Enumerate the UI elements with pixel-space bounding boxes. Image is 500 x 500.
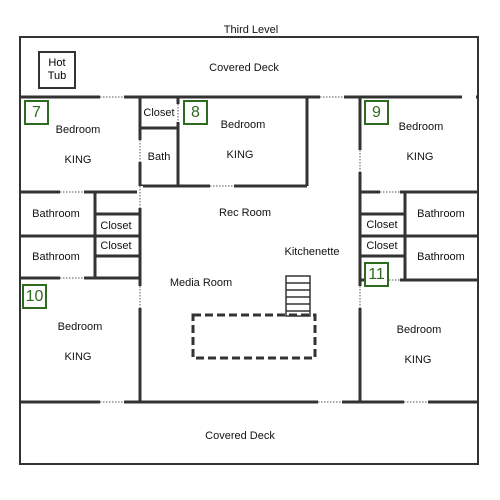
bathroom-right-top-label: Bathroom [417,208,465,220]
door-top-right [462,94,476,100]
room-number-11: 11 [364,262,389,287]
covered-deck-top-label: Covered Deck [209,62,279,74]
stairs [285,275,311,317]
closet-left-top-label: Closet [100,220,132,232]
door-bedroom7 [137,186,143,208]
bedroom-10-bed: KING [64,351,92,363]
bathroom-left-top-label: Bathroom [32,208,80,220]
door-marks [60,96,428,403]
media-room-label: Media Room [169,277,233,289]
bedroom-8-bed: KING [226,149,254,161]
bathroom-right-bottom-label: Bathroom [417,251,465,263]
door-bath8 [137,140,143,162]
door-bedroom11 [357,286,363,308]
rec-room-label: Rec Room [219,207,271,219]
bedroom-11-bed: KING [404,354,432,366]
closet-left-bottom-label: Closet [100,240,132,252]
page-title: Third Level [223,24,279,36]
bath-8-label: Bath [147,151,171,163]
hot-tub: Hot Tub [38,51,76,89]
bedroom-7-label: Bedroom [55,124,101,136]
bedroom-9-bed: KING [406,151,434,163]
bedroom-9-label: Bedroom [398,121,444,133]
bathroom-left-bottom-label: Bathroom [32,251,80,263]
room-number-9: 9 [364,100,389,125]
outer-wall [19,36,479,465]
room-number-10: 10 [22,284,47,309]
room-number-7: 7 [24,100,49,125]
closet-right-bottom-label: Closet [366,240,398,252]
room-number-8: 8 [183,100,208,125]
hot-tub-label-1: Hot [48,57,66,69]
bedroom-8-label: Bedroom [220,119,266,131]
bedroom-10-label: Bedroom [57,321,103,333]
closet-right-top-label: Closet [366,219,398,231]
closet-8-label: Closet [143,107,175,119]
media-room-outline [191,313,317,360]
bedroom-11-label: Bedroom [396,324,442,336]
hot-tub-label-2: Tub [47,70,67,82]
bedroom-7-bed: KING [64,154,92,166]
kitchenette-label: Kitchenette [284,246,340,258]
door-bedroom9 [357,150,363,172]
door-bedroom10 [137,286,143,308]
covered-deck-bottom-label: Covered Deck [205,430,275,442]
